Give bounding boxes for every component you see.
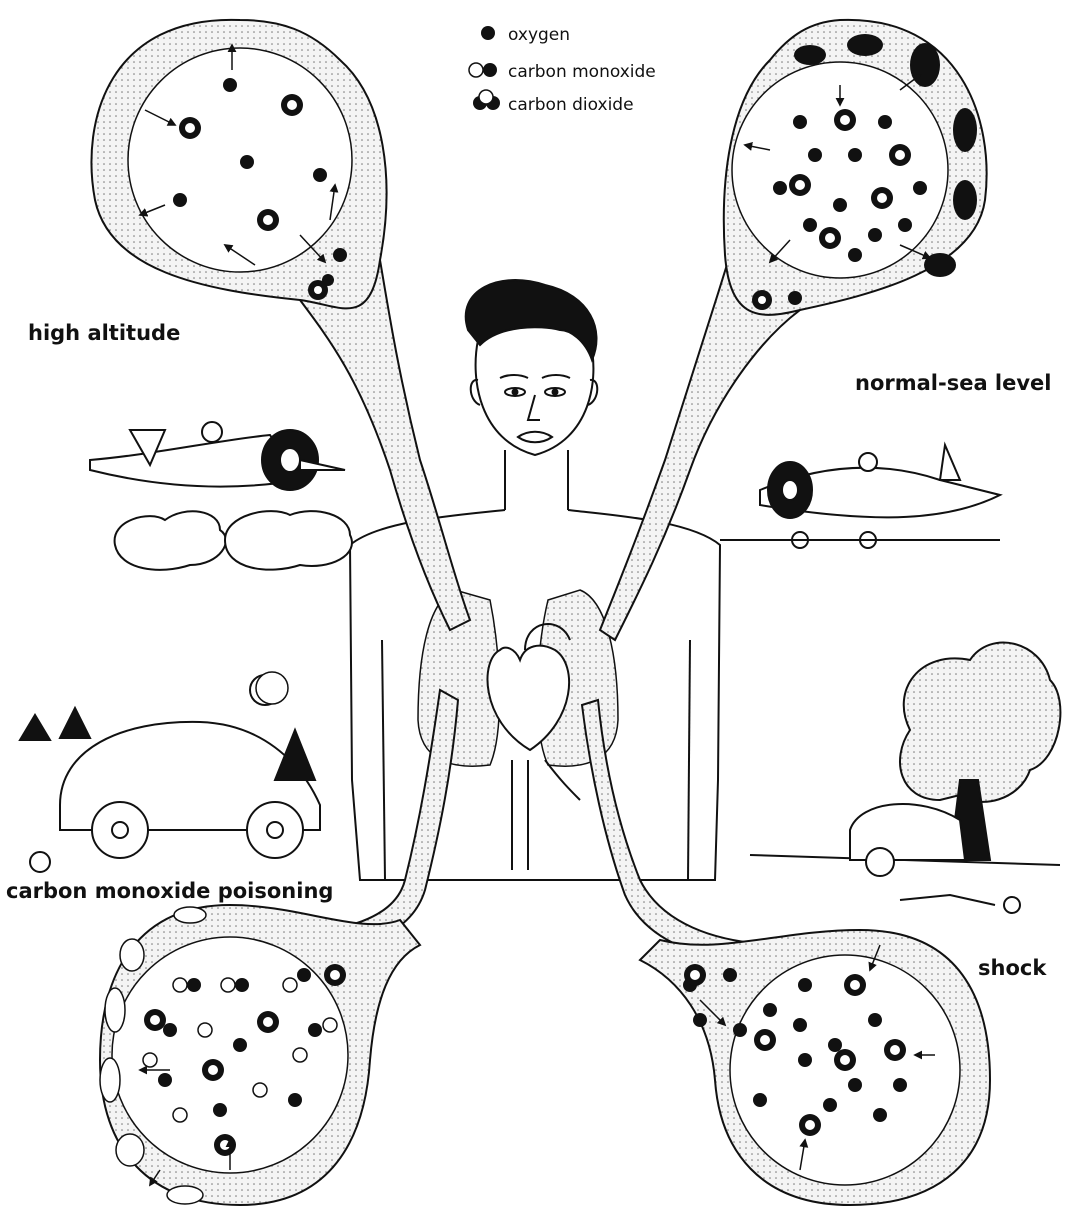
human-figure bbox=[350, 280, 720, 880]
airplane-high-altitude bbox=[90, 422, 352, 570]
alveolus-normal-sea-level bbox=[724, 20, 987, 315]
alveolus-high-altitude bbox=[91, 20, 386, 309]
floating-circle bbox=[256, 672, 288, 704]
crash-scene-shock bbox=[750, 643, 1060, 913]
hair bbox=[466, 280, 597, 360]
tree-canopy bbox=[900, 643, 1060, 802]
carbon-dioxide-legend-icon bbox=[473, 90, 500, 110]
legend-carbon-monoxide-label: carbon monoxide bbox=[508, 62, 656, 82]
legend-oxygen-label: oxygen bbox=[508, 25, 570, 45]
oxygen-legend-icon bbox=[481, 26, 495, 40]
tube-top-left bbox=[300, 260, 470, 630]
car-co-poisoning bbox=[20, 675, 320, 872]
mouth bbox=[518, 432, 552, 443]
alveolus-shock bbox=[640, 930, 990, 1205]
legend: oxygen carbon monoxide carbon dioxide bbox=[469, 25, 656, 115]
airplane-sea-level bbox=[720, 445, 1000, 548]
label-co-poisoning: carbon monoxide poisoning bbox=[6, 879, 333, 903]
legend-carbon-dioxide-label: carbon dioxide bbox=[508, 95, 634, 115]
carbon-monoxide-legend-icon bbox=[469, 63, 497, 77]
label-shock: shock bbox=[978, 956, 1047, 980]
exhaust-puff bbox=[30, 852, 50, 872]
alveolus-co-poisoning bbox=[100, 905, 420, 1205]
label-high-altitude: high altitude bbox=[28, 321, 180, 345]
label-normal-sea-level: normal-sea level bbox=[855, 371, 1052, 395]
